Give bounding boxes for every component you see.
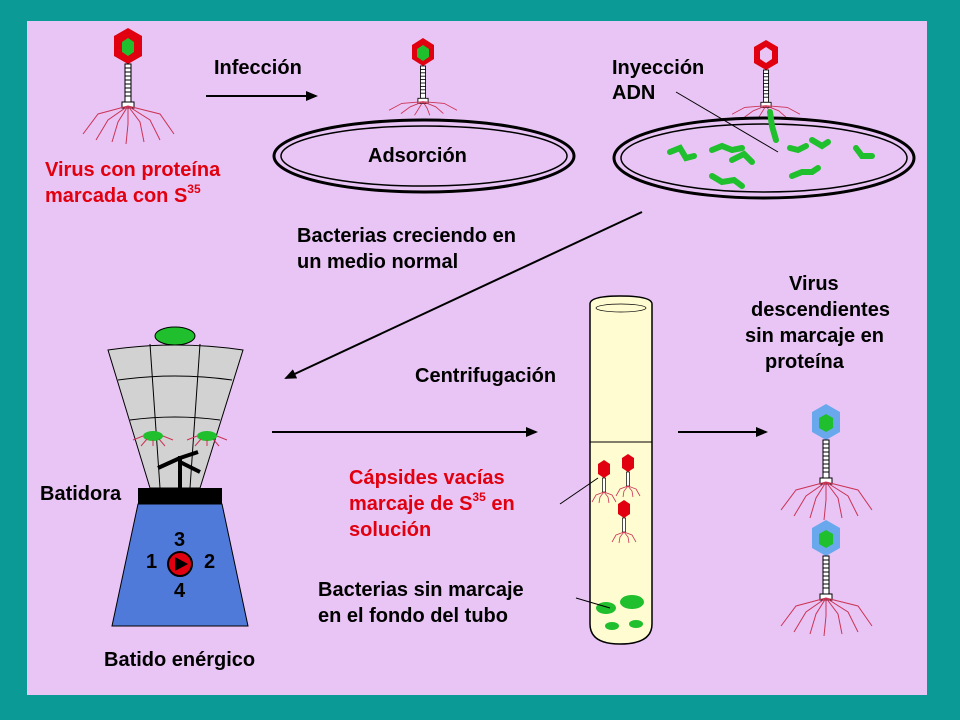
inyeccion-bacterium [612,116,916,200]
adsorcion-bacterium [272,118,576,194]
capsides-line3: solución [349,519,431,541]
progeny-phage-2 [780,520,873,637]
virus-desc-line3: sin marcaje en [745,325,884,347]
dial-4: 4 [174,580,186,602]
blender-lid-knob [154,326,196,346]
empty-capsid-phage [731,40,801,120]
adn-label: ADN [612,82,655,104]
blender-jar [107,344,244,489]
virus-desc-line4: proteína [765,351,845,373]
progeny-phage-1 [780,404,873,521]
bacterias-normal-line2: un medio normal [297,251,458,273]
centrifugacion-label: Centrifugación [415,365,556,387]
virus-label-line2: marcada con S35 [45,182,201,207]
blender [107,326,249,627]
batido-energico-label: Batido enérgico [104,649,255,671]
capsides-line2: marcaje de S35 en [349,490,515,515]
dial-pointer [175,557,188,571]
to-blender-arrow [284,211,643,379]
virus-s35-superscript: 35 [187,182,201,196]
blender-collar [138,488,222,504]
bacterias-normal-line1: Bacterias creciendo en [297,225,516,247]
labeled-phage [82,28,175,145]
infeccion-label: Infección [214,57,302,79]
bact-sin-pointer-line [575,597,611,609]
blender-blade [157,450,201,490]
dial-2: 2 [204,551,215,573]
bact-sin-line2: en el fondo del tubo [318,605,508,627]
batidora-label: Batidora [40,483,122,505]
virus-label-line1: Virus con proteína [45,159,221,181]
capsides-pointer-line [559,477,599,505]
capsides-line1: Cápsides vacías [349,467,505,489]
blender-phage-right [186,431,228,447]
adsorcion-label: Adsorción [368,145,467,167]
adsorcion-phage [388,38,458,116]
centrifuge-tube [589,295,653,645]
adn-pointer-line [675,91,779,153]
injected-dna-strands [667,109,875,189]
capsides-s35-superscript: 35 [472,490,486,504]
dial-3: 3 [174,529,185,551]
dial-1: 1 [146,551,157,573]
inyeccion-label: Inyección [612,57,704,79]
virus-desc-line2: descendientes [751,299,890,321]
virus-desc-line1: Virus [789,273,839,295]
bact-sin-line1: Bacterias sin marcaje [318,579,524,601]
blender-phage-left [132,431,174,447]
